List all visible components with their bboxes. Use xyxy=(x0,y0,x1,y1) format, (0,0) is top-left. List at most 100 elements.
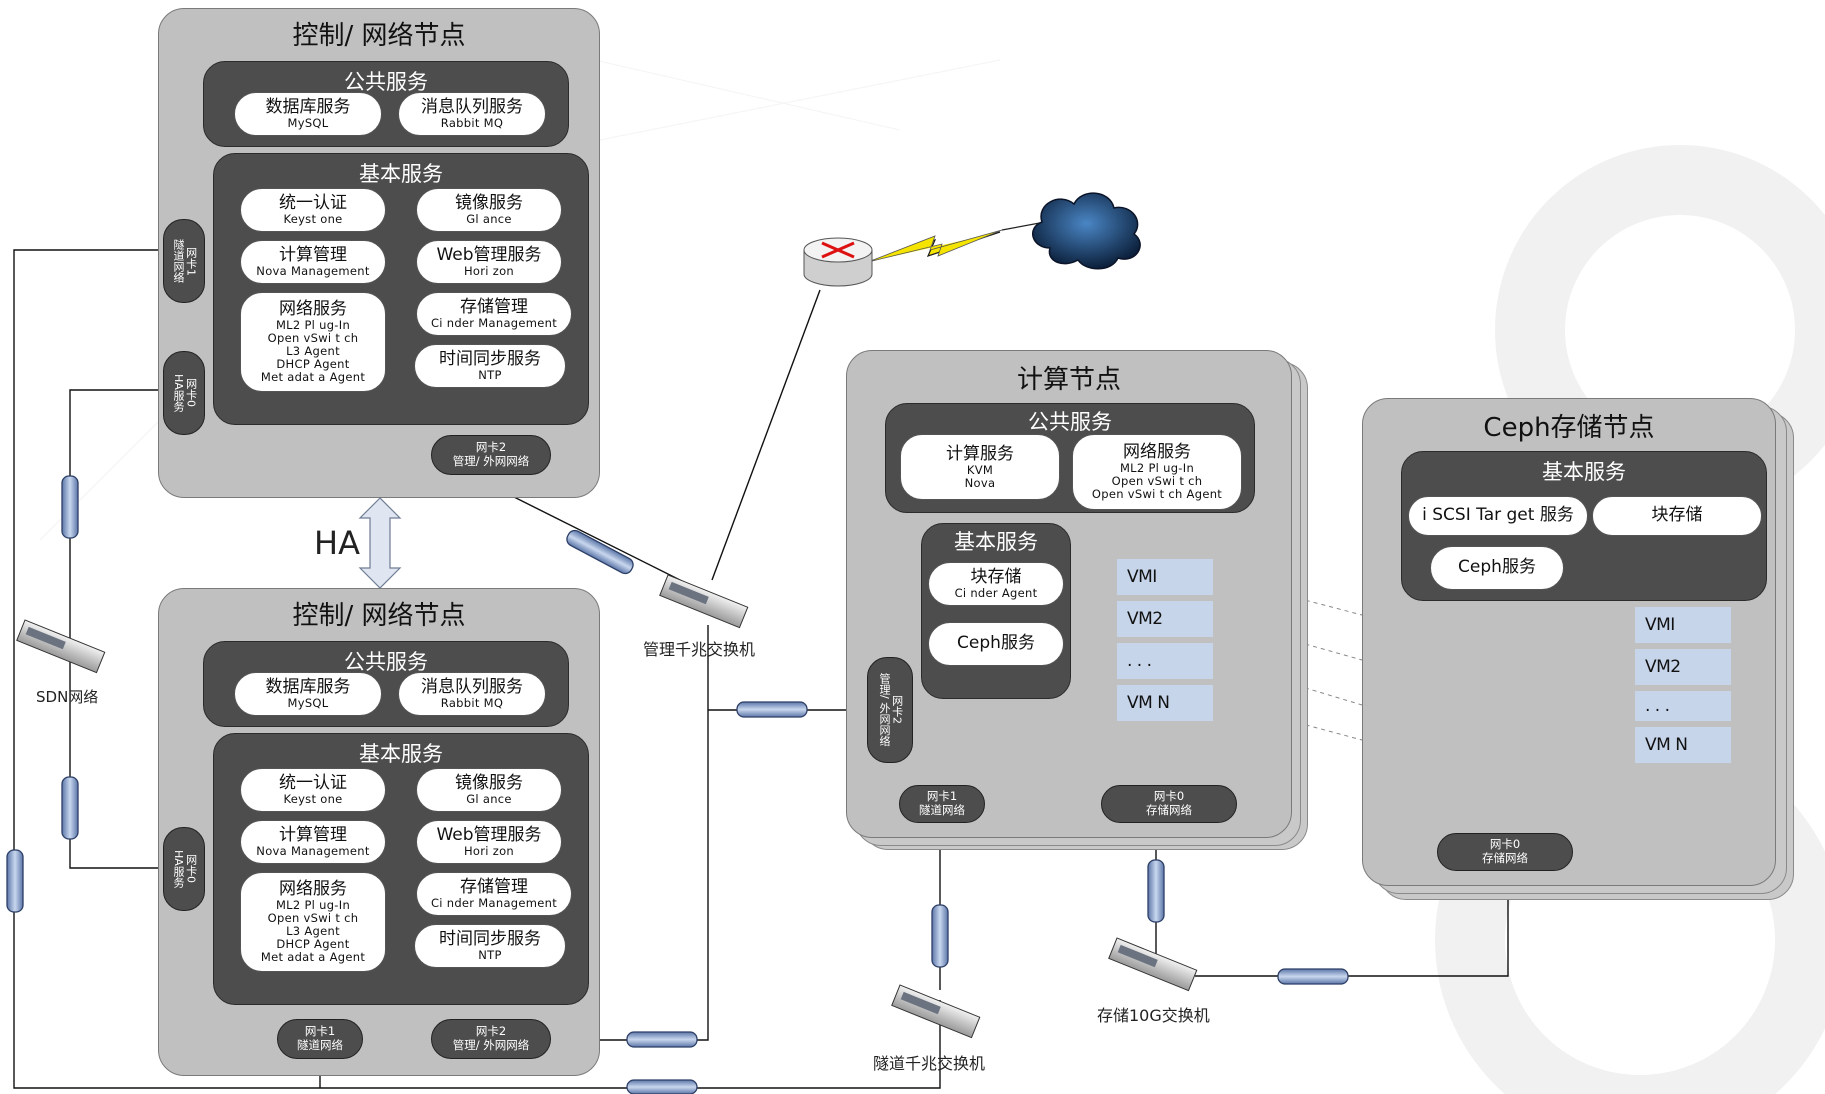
basic-services-panel: 基本服务 i SCSI Tar get 服务 块存储 Ceph服务 xyxy=(1401,451,1767,601)
service-sub: Ci nder Management xyxy=(430,896,558,911)
nic-mgmt: 网卡2 管理/ 外网网络 xyxy=(431,435,551,475)
public-services-panel: 公共服务 数据库服务 MySQL 消息队列服务 Rabbit MQ xyxy=(203,641,569,727)
service-name: 时间同步服务 xyxy=(439,349,541,370)
cable-segment xyxy=(1147,859,1165,923)
cable-segment xyxy=(931,904,949,968)
cable-segment xyxy=(566,529,634,575)
panel-title: 基本服务 xyxy=(1542,460,1626,484)
service-name: Web管理服务 xyxy=(436,245,542,266)
service-pill: 消息队列服务 Rabbit MQ xyxy=(398,672,546,716)
basic-services-panel: 基本服务 统一认证 Keyst one 计算管理 Nova Management… xyxy=(213,733,589,1005)
vm-box: VM N xyxy=(1635,727,1731,763)
vm-box: VM N xyxy=(1117,685,1213,721)
service-name: Ceph服务 xyxy=(1458,557,1536,578)
router-icon xyxy=(803,237,873,287)
cable-segment xyxy=(6,849,24,913)
cable-segment xyxy=(61,475,79,539)
nic-tunnel: 网卡1 隧道网络 xyxy=(899,785,985,823)
basic-services-panel: 基本服务 统一认证 Keyst one 计算管理 Nova Management… xyxy=(213,153,589,425)
basic-services-panel: 基本服务 块存储 Ci nder Agent Ceph服务 xyxy=(921,523,1071,699)
service-name: 统一认证 xyxy=(279,773,347,794)
sdn-switch-icon xyxy=(16,619,106,674)
service-sub: Ci nder Management xyxy=(430,316,558,331)
cable-segment xyxy=(61,776,79,840)
public-services-panel: 公共服务 计算服务 KVM Nova 网络服务 ML2 Pl ug-In Ope… xyxy=(885,403,1255,513)
service-sub: MySQL xyxy=(287,696,329,711)
service-pill: 计算服务 KVM Nova xyxy=(900,434,1060,500)
service-sub: Rabbit MQ xyxy=(440,116,504,131)
service-pill: 计算管理 Nova Management xyxy=(240,820,386,864)
nic-storage: 网卡0 存储网络 xyxy=(1437,833,1573,871)
service-sub: NTP xyxy=(478,368,502,383)
service-name: 计算服务 xyxy=(946,443,1014,464)
service-name: 块存储 xyxy=(1651,505,1703,526)
storage-switch-label: 存储10G交换机 xyxy=(1097,1006,1210,1025)
service-pill: 块存储 xyxy=(1592,496,1762,536)
cable-segment xyxy=(626,1031,698,1048)
service-pill: Web管理服务 Hori zon xyxy=(416,820,562,864)
service-sub: NTP xyxy=(478,948,502,963)
service-name: 网络服务 xyxy=(1123,442,1191,463)
service-pill: 存储管理 Ci nder Management xyxy=(416,872,572,916)
ceph-node: Ceph存储节点 基本服务 i SCSI Tar get 服务 块存储 Ceph… xyxy=(1362,398,1776,886)
nic-label: 网卡1 隧道网络 xyxy=(172,239,198,283)
service-sub: Keyst one xyxy=(283,212,343,227)
service-name: 网络服务 xyxy=(279,879,347,900)
service-name: 存储管理 xyxy=(460,877,528,898)
nic-label: 网卡2 管理/ 外网网络 xyxy=(452,440,530,468)
service-pill: 网络服务 ML2 Pl ug-In Open vSwi t ch Open vS… xyxy=(1072,434,1242,510)
service-pill: 数据库服务 MySQL xyxy=(234,672,382,716)
service-sub: Gl ance xyxy=(466,212,512,227)
service-sub: Hori zon xyxy=(463,264,515,279)
service-sub: Keyst one xyxy=(283,792,343,807)
vm-box: VMI xyxy=(1635,607,1731,643)
sdn-switch-label: SDN网络 xyxy=(36,688,99,706)
cable-segment xyxy=(736,701,808,718)
node-title: 计算节点 xyxy=(1016,365,1121,395)
service-sub: Hori zon xyxy=(463,844,515,859)
service-pill: 统一认证 Keyst one xyxy=(240,188,386,232)
internet-cloud-icon xyxy=(1032,192,1141,270)
service-pill: 镜像服务 Gl ance xyxy=(416,768,562,812)
nic-label: 网卡1 隧道网络 xyxy=(297,1024,343,1052)
panel-title: 公共服务 xyxy=(344,70,428,94)
service-pill: 时间同步服务 NTP xyxy=(414,344,566,388)
vm-box: VM2 xyxy=(1117,601,1213,637)
nic-storage: 网卡0 存储网络 xyxy=(1101,785,1237,823)
panel-title: 基本服务 xyxy=(359,162,443,186)
node-title: 控制/ 网络节点 xyxy=(292,601,466,631)
service-name: 存储管理 xyxy=(460,297,528,318)
mgmt-switch-label: 管理千兆交换机 xyxy=(643,640,756,659)
service-name: 网络服务 xyxy=(279,299,347,320)
nic-label: 网卡1 隧道网络 xyxy=(919,789,965,817)
public-services-panel: 公共服务 数据库服务 MySQL 消息队列服务 Rabbit MQ xyxy=(203,61,569,147)
service-name: 块存储 xyxy=(970,567,1022,588)
service-name: 计算管理 xyxy=(279,245,347,266)
service-sub: KVM Nova xyxy=(964,462,996,490)
vm-box: VMI xyxy=(1117,559,1213,595)
service-sub: MySQL xyxy=(287,116,329,131)
service-name: Ceph服务 xyxy=(957,633,1035,654)
service-sub: Rabbit MQ xyxy=(440,696,504,711)
nic-tunnel: 网卡1 隧道网络 xyxy=(163,219,205,303)
service-name: 时间同步服务 xyxy=(439,929,541,950)
compute-node: 计算节点 公共服务 计算服务 KVM Nova 网络服务 ML2 Pl ug-I… xyxy=(846,350,1292,838)
service-pill: Ceph服务 xyxy=(1430,546,1564,590)
service-pill: Web管理服务 Hori zon xyxy=(416,240,562,284)
service-pill: 存储管理 Ci nder Management xyxy=(416,292,572,336)
service-pill: i SCSI Tar get 服务 xyxy=(1408,496,1588,536)
nic-label: 网卡0 HA服务 xyxy=(172,374,198,412)
nic-mgmt: 网卡2 管理/ 外网网络 xyxy=(431,1019,551,1059)
service-sub: ML2 Pl ug-In Open vSwi t ch Open vSwi t … xyxy=(1091,461,1223,501)
cable-segment xyxy=(1277,968,1349,985)
control-node-2: 控制/ 网络节点 公共服务 数据库服务 MySQL 消息队列服务 Rabbit … xyxy=(158,588,600,1076)
service-pill: 网络服务 ML2 Pl ug-In Open vSwi t ch L3 Agen… xyxy=(240,292,386,392)
service-pill: 统一认证 Keyst one xyxy=(240,768,386,812)
service-name: 计算管理 xyxy=(279,825,347,846)
tunnel-switch-icon xyxy=(891,984,981,1039)
service-pill: 消息队列服务 Rabbit MQ xyxy=(398,92,546,136)
service-sub: Nova Management xyxy=(256,844,370,859)
service-sub: Nova Management xyxy=(256,264,370,279)
service-sub: Ci nder Agent xyxy=(954,586,1038,601)
